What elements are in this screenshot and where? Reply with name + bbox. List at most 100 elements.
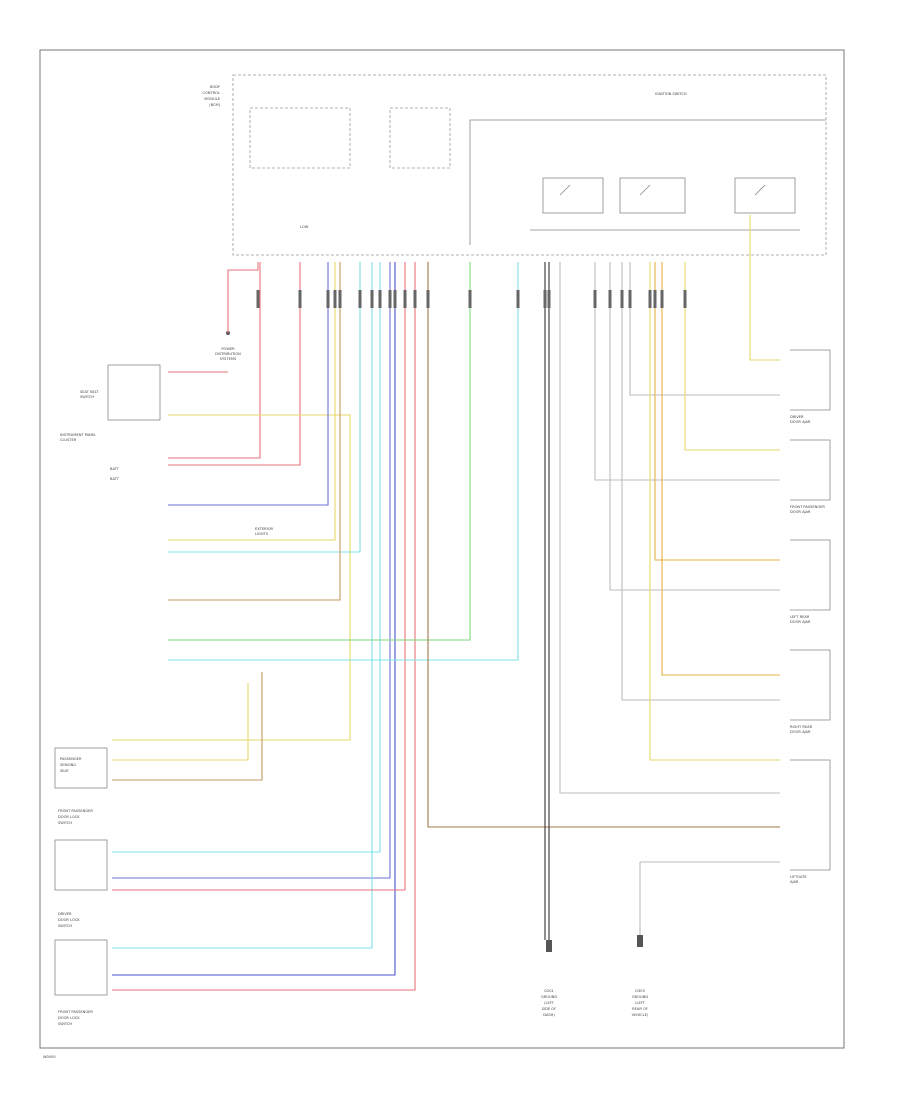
seat-belt-switch-box bbox=[107, 364, 161, 421]
ipc-batt-2: BATT bbox=[110, 477, 120, 481]
g201-2: GROUND bbox=[541, 995, 557, 999]
seat-belt-label-1: SEAT BELT bbox=[80, 390, 99, 394]
power-distribution: POWER DISTRIBUTION SYSTEMS bbox=[215, 331, 241, 361]
connector-pin-24 bbox=[683, 290, 687, 308]
driver-ajar-1: DRIVER bbox=[790, 415, 804, 419]
fp-lock-1: FRONT PASSENGER bbox=[58, 1010, 93, 1014]
fp-door-3: SWITCH bbox=[58, 821, 72, 825]
wire-blue-7 bbox=[112, 262, 391, 879]
connector-pin-16 bbox=[547, 290, 551, 308]
fp-lock-3: SWITCH bbox=[58, 1022, 72, 1026]
fp-ajar-2: DOOR AJAR bbox=[790, 510, 811, 514]
connector-pin-17 bbox=[593, 290, 597, 308]
bcm-inner-box-1 bbox=[249, 107, 351, 169]
ground-g201-conn bbox=[546, 940, 552, 952]
passenger-switch-2: SENSING bbox=[60, 763, 76, 767]
connector-pin-0 bbox=[256, 290, 260, 308]
connector-pin-19 bbox=[620, 290, 624, 308]
wire-tan-17 bbox=[112, 672, 263, 781]
wire-dark_blue-6 bbox=[112, 262, 396, 976]
passenger-switch-1: PASSENGER bbox=[60, 757, 82, 761]
bcm-module-box bbox=[232, 74, 827, 256]
driver-door-2: DOOR LOCK bbox=[58, 918, 80, 922]
ipc-label-1: INSTRUMENT PANEL bbox=[60, 433, 96, 437]
g201-3: (LEFT bbox=[544, 1001, 555, 1005]
g303-3: (LEFT bbox=[635, 1001, 646, 1005]
g303-1: G303 bbox=[635, 989, 645, 993]
wire-gray-23 bbox=[609, 262, 780, 591]
driver-door-3: SWITCH bbox=[58, 924, 72, 928]
g201-5: DASH) bbox=[543, 1013, 555, 1017]
relay-box-1 bbox=[542, 177, 604, 214]
connector-pin-10 bbox=[403, 290, 407, 308]
switch-lr-ajar bbox=[790, 539, 831, 611]
switch-driver-ajar bbox=[790, 349, 831, 411]
connector-pin-8 bbox=[388, 290, 392, 308]
switch-liftgate bbox=[790, 759, 831, 871]
front-passenger-lock-box bbox=[54, 939, 108, 996]
ipc-batt-1: BATT bbox=[110, 467, 120, 471]
relay-switch-3 bbox=[754, 184, 766, 196]
connector-pin-22 bbox=[653, 290, 657, 308]
wire-blue-5 bbox=[168, 262, 329, 506]
diagram-frame bbox=[39, 49, 845, 1049]
wire-cyan-10 bbox=[112, 262, 381, 853]
connector-pin-1 bbox=[298, 290, 302, 308]
wire-red-0 bbox=[227, 262, 259, 333]
g201-4: SIDE OF bbox=[542, 1007, 556, 1011]
relay-switch-1 bbox=[559, 184, 571, 196]
fp-ajar-1: FRONT PASSENGER bbox=[790, 505, 825, 509]
wire-yellow-15 bbox=[168, 262, 336, 541]
wire-red-12 bbox=[112, 262, 416, 991]
g201-1: G201 bbox=[544, 989, 554, 993]
liftgate-1: LIFTGATE bbox=[790, 875, 807, 879]
g303-2: GROUND bbox=[632, 995, 648, 999]
connector-pin-12 bbox=[426, 290, 430, 308]
wire-yellow-30 bbox=[649, 262, 780, 761]
connector-pin-3 bbox=[333, 290, 337, 308]
rr-ajar-2: DOOR AJAR bbox=[790, 730, 811, 734]
exterior-lights-2: LIGHTS bbox=[255, 532, 269, 536]
connector-pin-13 bbox=[468, 290, 472, 308]
wire-gray-25 bbox=[629, 262, 780, 396]
bcm-label-line-1: BODY bbox=[210, 85, 221, 89]
wire-tan-16 bbox=[168, 262, 341, 601]
g303-4: REAR OF bbox=[632, 1007, 648, 1011]
exterior-lights-1: EXTERIOR bbox=[255, 527, 274, 531]
wire-gray-27 bbox=[639, 861, 780, 935]
connector-pin-6 bbox=[370, 290, 374, 308]
wire-orange-29 bbox=[661, 262, 780, 676]
connector-pin-18 bbox=[608, 290, 612, 308]
wire-red-1 bbox=[168, 262, 261, 459]
ground-g303: G303 GROUND (LEFT REAR OF VEHICLE) bbox=[632, 935, 649, 1017]
wires bbox=[112, 215, 780, 991]
wire-yellow-31 bbox=[684, 262, 780, 451]
wire-gray-22 bbox=[594, 262, 780, 481]
wire-green-13 bbox=[168, 262, 471, 641]
connector-pin-7 bbox=[378, 290, 382, 308]
switch-rr-ajar bbox=[790, 649, 831, 721]
driver-door-1: DRIVER bbox=[58, 912, 72, 916]
connector-pin-9 bbox=[393, 290, 397, 308]
wire-orange-28 bbox=[654, 262, 780, 561]
ground-g201: G201 GROUND (LEFT SIDE OF DASH) bbox=[541, 940, 557, 1017]
connector-pin-14 bbox=[516, 290, 520, 308]
power-dist-line-1: POWER bbox=[221, 347, 235, 351]
wire-red-11 bbox=[112, 262, 406, 891]
connector-pin-23 bbox=[660, 290, 664, 308]
ipc-label-2: CLUSTER bbox=[60, 438, 77, 442]
connector-pin-20 bbox=[628, 290, 632, 308]
connector-pin-15 bbox=[543, 290, 547, 308]
wire-brown-19 bbox=[427, 262, 780, 828]
connector-pin-11 bbox=[413, 290, 417, 308]
rr-ajar-1: RIGHT REAR bbox=[790, 725, 813, 729]
fp-door-1: FRONT PASSENGER bbox=[58, 809, 93, 813]
wire-yellow-32 bbox=[749, 215, 780, 361]
g303-5: VEHICLE) bbox=[632, 1013, 649, 1017]
relay-box-3 bbox=[734, 177, 796, 214]
bcm-label-line-3: MODULE bbox=[204, 97, 220, 101]
wire-gray-24 bbox=[621, 262, 780, 701]
lr-ajar-2: DOOR AJAR bbox=[790, 620, 811, 624]
bcm-label-line-2: CONTROL bbox=[202, 91, 220, 95]
fp-lock-2: DOOR LOCK bbox=[58, 1016, 80, 1020]
